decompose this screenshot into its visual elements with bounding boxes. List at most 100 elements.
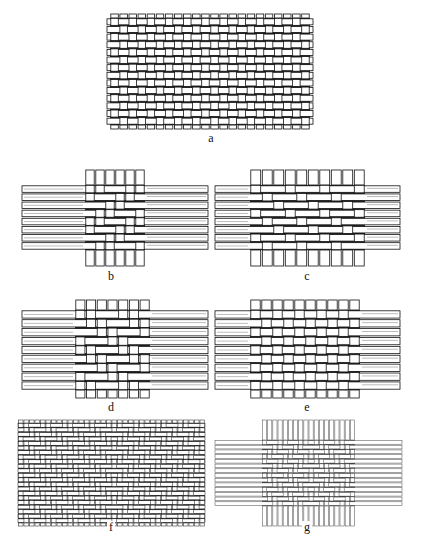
warp-end [84,420,89,423]
warp-end [293,14,300,18]
warp-float [112,514,117,518]
warp-float [297,242,307,250]
strip-grain [24,221,83,222]
warp-float [129,95,136,102]
warp-float [123,505,128,509]
warp-float [304,487,308,491]
warp-end [140,390,149,398]
warp-float [167,432,172,436]
warp-float [101,510,106,514]
warp-float [24,519,29,523]
warp-end [319,420,323,440]
warp-float [95,519,100,523]
warp-end [251,390,260,398]
warp-float [62,455,67,459]
warp-end [35,523,40,526]
warp-float [145,469,150,473]
warp-end [331,250,341,266]
warp-float [18,491,23,495]
warp-float [229,57,236,64]
warp-float [319,445,323,449]
warp-float [314,487,318,491]
warp-end [339,300,348,310]
strip-grain [217,376,248,377]
warp-float [139,514,144,518]
warp-end [126,250,134,266]
warp-float [200,496,205,500]
warp-end [90,523,95,526]
strip-grain [217,385,248,386]
warp-float [106,491,111,495]
warp-float [328,373,337,381]
warp-float [184,18,191,25]
warp-float [156,514,161,518]
warp-end [120,125,127,129]
warp-float [330,497,334,501]
warp-float [288,478,292,482]
warp-float [174,102,181,109]
warp-float [18,423,23,427]
weft-strip [22,218,208,225]
strip-grain [362,331,398,332]
strip-grain [147,212,206,213]
warp-float [330,478,334,482]
warp-float [112,496,117,500]
warp-float [354,210,364,218]
warp-float [161,455,166,459]
warp-end [184,14,191,18]
weft-strip [18,473,205,477]
warp-end [156,420,161,423]
warp-float [165,18,172,25]
warp-float [200,514,205,518]
warp-float [189,437,194,441]
strip-grain [362,367,398,368]
warp-float [200,501,205,505]
warp-float [136,185,144,193]
warp-end [96,170,104,185]
warp-float [314,492,318,496]
warp-float [293,49,300,56]
warp-float [304,459,308,463]
warp-float [117,491,122,495]
warp-float [123,510,128,514]
warp-end [345,506,349,526]
warp-float [167,505,172,509]
warp-float [273,478,277,482]
warp-float [273,450,277,454]
warp-float [263,440,267,444]
weft-strip [215,346,400,353]
warp-float [150,451,155,455]
strip-grain [147,220,206,221]
strip-grain [217,197,248,198]
warp-end [76,300,85,310]
warp-float [247,26,254,33]
warp-float [129,18,136,25]
warp-end [238,14,245,18]
weft-strip [215,502,402,506]
warp-float [128,519,133,523]
strip-grain [24,205,83,206]
warp-float [251,346,260,354]
warp-float [350,355,359,363]
warp-float [297,218,307,226]
weft-strip [215,337,400,344]
warp-float [339,381,348,389]
warp-float [345,497,349,501]
weft-strip [18,510,205,514]
warp-float [247,41,254,48]
warp-float [120,57,127,64]
warp-float [294,445,298,449]
warp-end [40,420,45,423]
warp-float [294,469,298,473]
strip-grain [362,340,398,341]
warp-float [325,450,329,454]
diamond-weave [215,420,402,526]
warp-end [200,420,205,423]
warp-float [211,26,218,33]
warp-float [183,455,188,459]
warp-float [314,440,318,444]
figure-letter: g [302,521,312,533]
strip-grain [152,331,206,332]
warp-float [178,478,183,482]
warp-float [229,41,236,48]
